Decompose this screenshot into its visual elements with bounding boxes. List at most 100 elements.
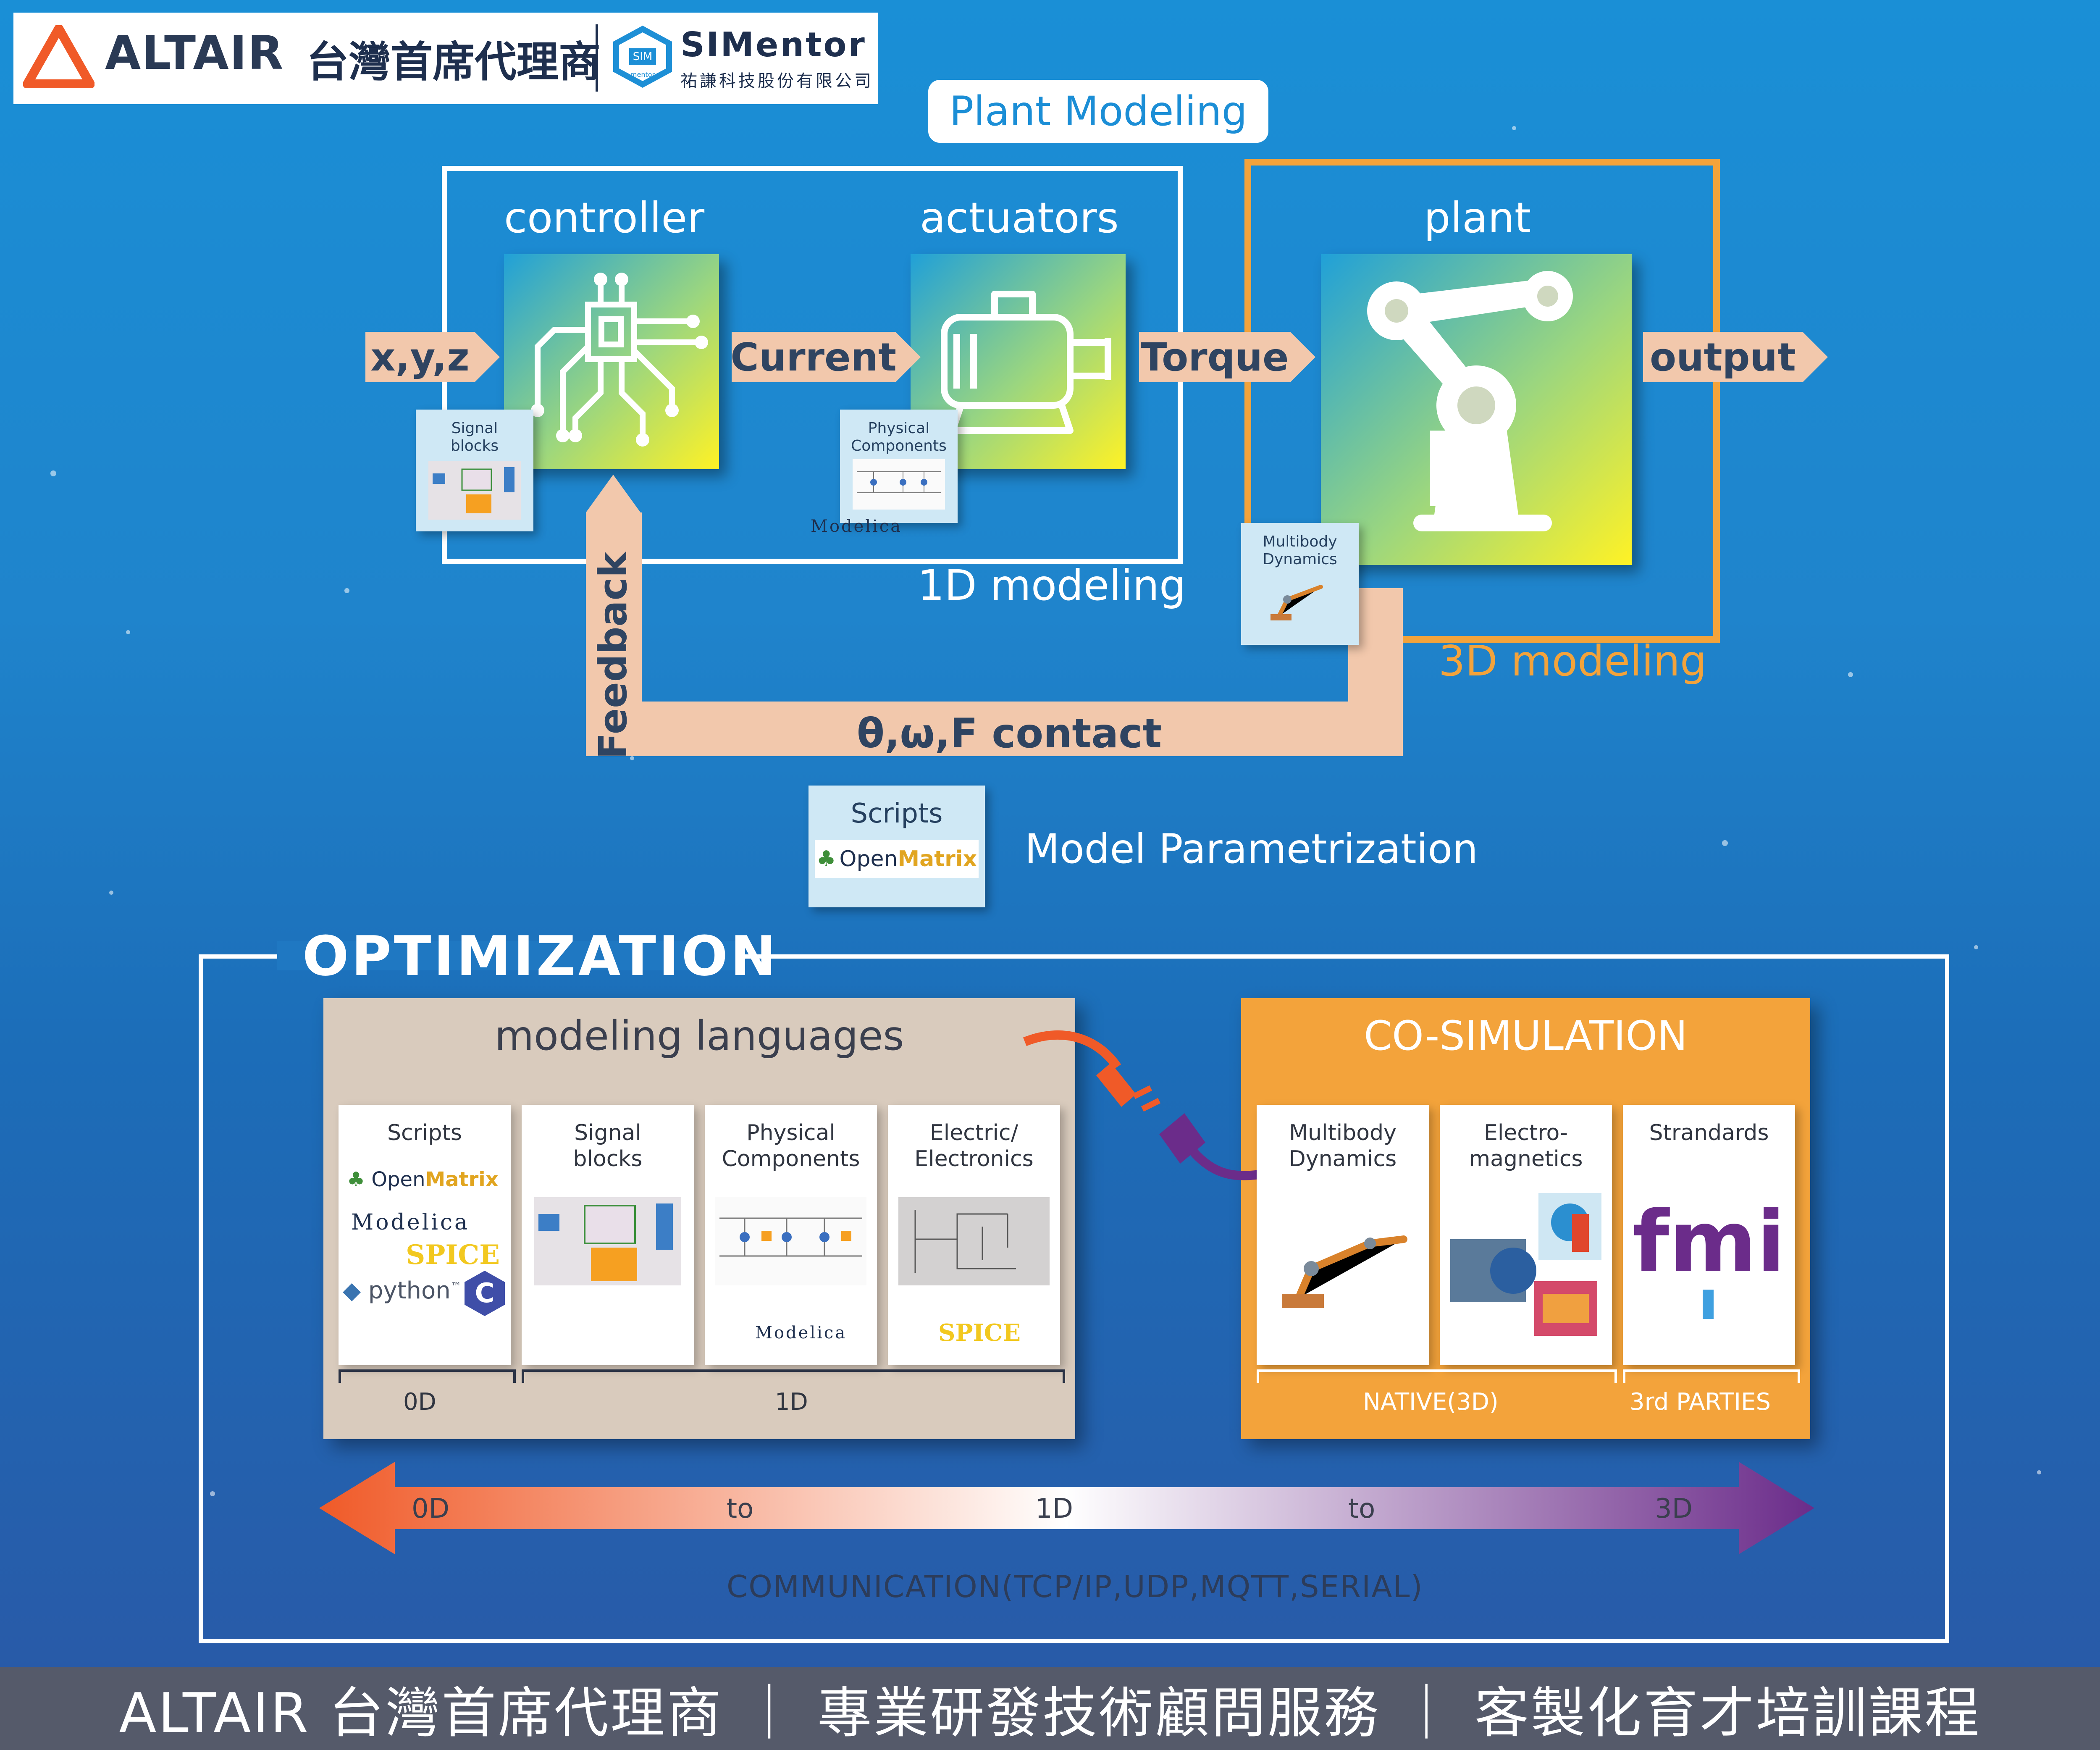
- card-electromagnetics-title: Electro- magnetics: [1469, 1120, 1583, 1172]
- python-logo-text: python: [368, 1277, 451, 1304]
- model-parametrization-label: Model Parametrization: [1025, 825, 1478, 872]
- brace-native: [1257, 1369, 1617, 1383]
- multibody-thumb-title: Multibody Dynamics: [1263, 533, 1337, 568]
- fmi-logo-accent: [1703, 1290, 1714, 1319]
- openmatrix-logo-small: ♣ OpenMatrix: [347, 1168, 499, 1191]
- circuit-chip-icon: [531, 273, 708, 447]
- card-signal-blocks-title: Signal blocks: [573, 1120, 643, 1172]
- label-native: NATIVE(3D): [1363, 1388, 1499, 1416]
- card-physical-components-title: Physical Components: [722, 1120, 860, 1172]
- modelica-logo: Modelica: [351, 1210, 470, 1235]
- feedback-label: Feedback: [591, 552, 636, 759]
- physical-components-diagram-icon: [853, 459, 945, 510]
- robot-arm-icon: [1367, 271, 1573, 531]
- dimension-spectrum-arrow: [319, 1462, 1814, 1554]
- altair-logo-icon: [23, 25, 94, 88]
- plant-label: plant: [1424, 193, 1531, 242]
- optimization-title: OPTIMIZATION: [302, 924, 779, 988]
- signal-blocks-diagram-icon: [428, 461, 521, 520]
- physical-components-thumb: Physical Components: [840, 410, 958, 523]
- modelica-thumb-logo: Modelica: [811, 517, 903, 536]
- fmi-logo: fmi: [1633, 1193, 1785, 1291]
- torque-arrow: Torque: [1139, 332, 1315, 382]
- input-xyz-arrow: x,y,z: [365, 332, 500, 382]
- physical-components-thumb-title: Physical Components: [851, 420, 947, 455]
- optimization-title-gap: [277, 941, 739, 970]
- plant-block: [1321, 254, 1632, 565]
- simentor-logo-icon: SIM mentor: [613, 26, 672, 88]
- physical-components-diagram: [715, 1197, 866, 1285]
- openmatrix-small-matrix: Matrix: [425, 1168, 499, 1191]
- card-modelica-logo: Modelica: [755, 1323, 847, 1343]
- card-physical-components: Physical Components Modelica: [705, 1105, 877, 1365]
- altair-tagline: 台灣首席代理商: [307, 37, 601, 87]
- plant-modeling-title: Plant Modeling: [928, 80, 1268, 143]
- electromagnetics-renders: [1450, 1193, 1601, 1336]
- spectrum-label-to-2: to: [1348, 1493, 1376, 1524]
- output-arrow: output: [1643, 332, 1828, 382]
- 3d-modeling-label: 3D modeling: [1438, 636, 1707, 686]
- label-3rd-parties: 3rd PARTIES: [1630, 1388, 1771, 1416]
- simentor-logo-text: SIMentor: [680, 25, 866, 64]
- python-logo: ◆ python™: [343, 1277, 462, 1304]
- openmatrix-leaf-icon: ♣: [816, 846, 836, 872]
- modeling-languages-title: modeling languages: [494, 1012, 904, 1059]
- brace-3rd-parties: [1623, 1369, 1800, 1383]
- openmatrix-leaf-icon-small: ♣: [347, 1168, 365, 1191]
- optimization-frame: [199, 954, 1949, 1643]
- card-multibody-dynamics: Multibody Dynamics: [1257, 1105, 1429, 1365]
- feedback-label-wrap: Feedback: [580, 552, 647, 759]
- openmatrix-small-open: Open: [371, 1168, 425, 1191]
- signal-blocks-thumb-title: Signal blocks: [450, 420, 499, 455]
- card-electromagnetics: Electro- magnetics: [1440, 1105, 1612, 1365]
- actuators-label: actuators: [920, 193, 1119, 242]
- feedback-path: [586, 475, 1403, 756]
- spice-logo: SPICE: [406, 1239, 500, 1271]
- altair-logo-text: ALTAIR: [105, 26, 284, 80]
- multibody-thumb: Multibody Dynamics: [1241, 523, 1359, 645]
- brace-1d: [522, 1369, 1065, 1383]
- electric-motor-icon: [941, 291, 1111, 434]
- controller-label: controller: [504, 193, 705, 242]
- 1d-modeling-label: 1D modeling: [918, 561, 1186, 610]
- card-spice-logo: SPICE: [938, 1319, 1021, 1347]
- robot-arm-render: [1282, 1235, 1407, 1308]
- openmatrix-logo-open: Open: [839, 846, 898, 872]
- card-multibody-dynamics-title: Multibody Dynamics: [1289, 1120, 1397, 1172]
- card-electric-electronics: Electric/ Electronics SPICE: [888, 1105, 1060, 1365]
- co-simulation-title: CO-SIMULATION: [1364, 1012, 1688, 1059]
- c-language-logo: C: [465, 1271, 505, 1316]
- signal-blocks-diagram: [534, 1197, 681, 1285]
- card-scripts-title: Scripts: [387, 1120, 462, 1146]
- label-1d: 1D: [775, 1388, 808, 1416]
- openmatrix-logo-matrix: Matrix: [898, 846, 977, 872]
- logo-divider: [596, 24, 598, 92]
- spectrum-label-0d: 0D: [412, 1493, 449, 1524]
- simentor-company-name: 祐謙科技股份有限公司: [680, 71, 874, 91]
- card-standards: Strandards fmi: [1623, 1105, 1795, 1365]
- electric-schematic-diagram: [898, 1197, 1050, 1285]
- label-0d: 0D: [403, 1388, 436, 1416]
- brace-0d: [339, 1369, 516, 1383]
- footer-banner: ALTAIR 台灣首席代理商 ｜ 專業研發技術顧問服務 ｜ 客製化育才培訓課程: [0, 1667, 2100, 1750]
- header-logo-bar: [13, 13, 878, 104]
- communication-protocols: COMMUNICATION(TCP/IP,UDP,MQTT,SERIAL): [727, 1569, 1423, 1604]
- current-arrow: Current: [730, 332, 921, 382]
- spectrum-label-to-1: to: [727, 1493, 754, 1524]
- spectrum-label-3d: 3D: [1655, 1493, 1693, 1524]
- spectrum-label-1d: 1D: [1035, 1493, 1073, 1524]
- simentor-mark-text: SIM: [633, 50, 653, 63]
- robot-arm-render-icon: [1270, 585, 1323, 620]
- simentor-mark-subtext: mentor: [630, 71, 655, 79]
- python-trademark: ™: [450, 1280, 462, 1293]
- card-scripts: Scripts ♣ OpenMatrix Modelica SPICE ◆ py…: [339, 1105, 511, 1365]
- feedback-signal-label: θ,ω,F contact: [857, 710, 1162, 757]
- card-standards-title: Strandards: [1649, 1120, 1769, 1146]
- card-electric-electronics-title: Electric/ Electronics: [914, 1120, 1034, 1172]
- card-signal-blocks: Signal blocks: [522, 1105, 694, 1365]
- signal-blocks-thumb: Signal blocks: [416, 410, 533, 531]
- scripts-box-title: Scripts: [850, 798, 943, 829]
- plug-connector-icon: [1023, 1030, 1265, 1180]
